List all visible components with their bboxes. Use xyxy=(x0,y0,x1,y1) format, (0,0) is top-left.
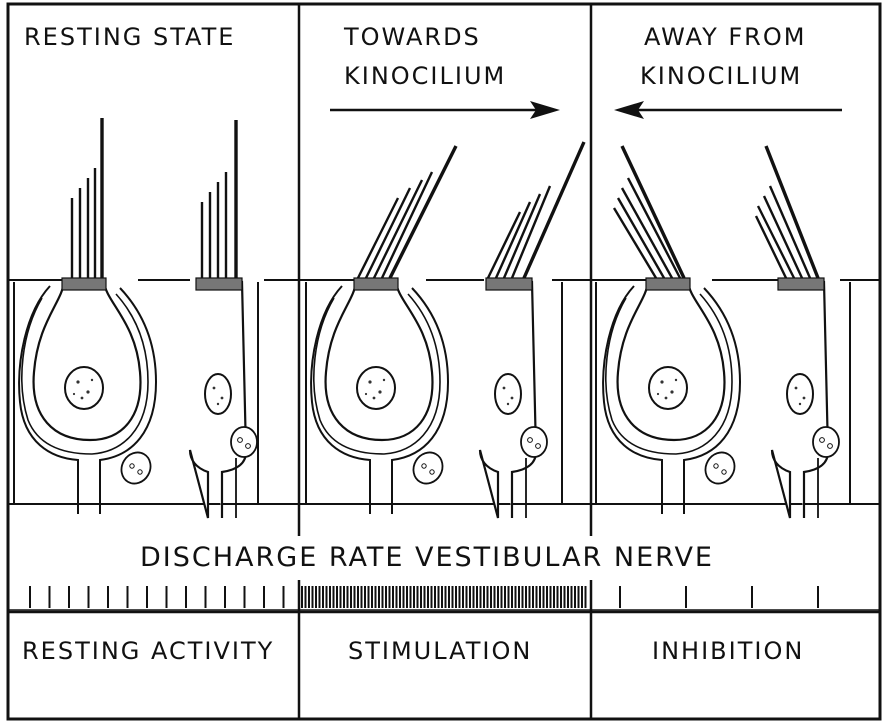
heading-towards-line2: KINOCILIUM xyxy=(344,62,506,90)
activity-label-stimulation: STIMULATION xyxy=(348,637,532,665)
activity-label-resting: RESTING ACTIVITY xyxy=(22,637,274,665)
heading-resting-state: RESTING STATE xyxy=(24,23,235,51)
discharge-rate-label: DISCHARGE RATE VESTIBULAR NERVE xyxy=(140,542,714,573)
heading-towards-line1: TOWARDS xyxy=(343,23,481,51)
heading-away-line2: KINOCILIUM xyxy=(640,62,802,90)
heading-away-line1: AWAY FROM xyxy=(644,23,806,51)
activity-label-inhibition: INHIBITION xyxy=(652,637,804,665)
